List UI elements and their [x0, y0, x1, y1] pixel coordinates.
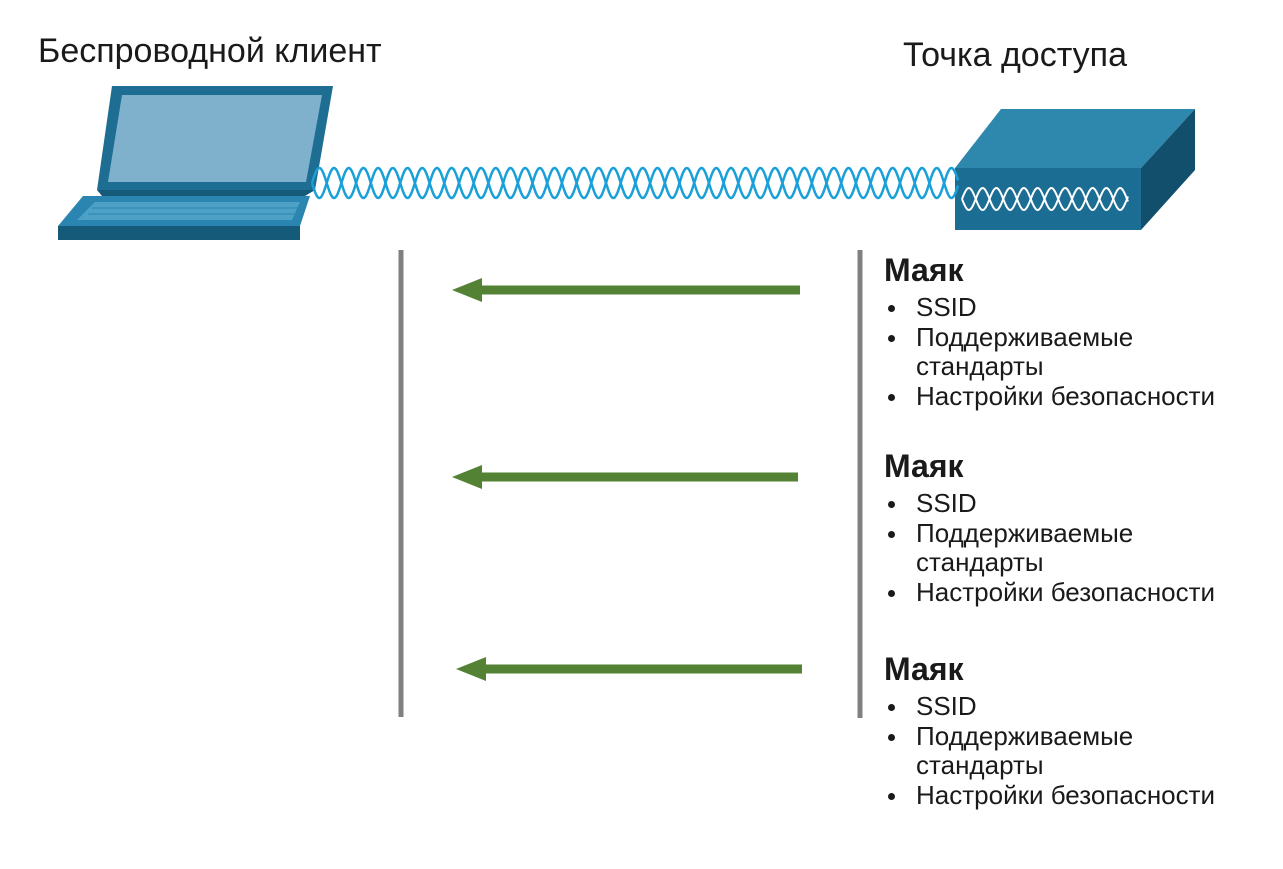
laptop-icon [58, 86, 333, 240]
wireless-signal-wave [310, 166, 960, 200]
beacon-title: Маяк [884, 651, 964, 687]
beacon-item-ssid: SSID [884, 292, 1283, 323]
beacon-title: Маяк [884, 252, 964, 288]
beacon-frame: Маяк SSID Поддерживаемые стандарты Настр… [884, 447, 1283, 607]
beacon-frame: Маяк SSID Поддерживаемые стандарты Настр… [884, 650, 1283, 810]
access-point-icon [955, 109, 1195, 230]
beacon-arrow [452, 465, 798, 489]
beacon-item-standards: Поддерживаемые стандарты [884, 322, 1176, 382]
beacon-item-ssid: SSID [884, 691, 1283, 722]
beacon-item-security: Настройки безопасности [884, 780, 1283, 811]
beacon-contents: SSID Поддерживаемые стандарты Настройки … [884, 292, 1283, 412]
beacon-contents: SSID Поддерживаемые стандарты Настройки … [884, 488, 1283, 608]
beacon-title: Маяк [884, 448, 964, 484]
beacon-arrow [452, 278, 800, 302]
beacon-arrow [456, 657, 802, 681]
access-point-label: Точка доступа [903, 36, 1127, 74]
beacon-item-ssid: SSID [884, 488, 1283, 519]
beacon-frame: Маяк SSID Поддерживаемые стандарты Настр… [884, 251, 1283, 411]
beacon-item-security: Настройки безопасности [884, 577, 1283, 608]
beacon-contents: SSID Поддерживаемые стандарты Настройки … [884, 691, 1283, 811]
beacon-item-standards: Поддерживаемые стандарты [884, 518, 1176, 578]
beacon-item-security: Настройки безопасности [884, 381, 1283, 412]
beacon-item-standards: Поддерживаемые стандарты [884, 721, 1176, 781]
wireless-client-label: Беспроводной клиент [38, 32, 382, 70]
